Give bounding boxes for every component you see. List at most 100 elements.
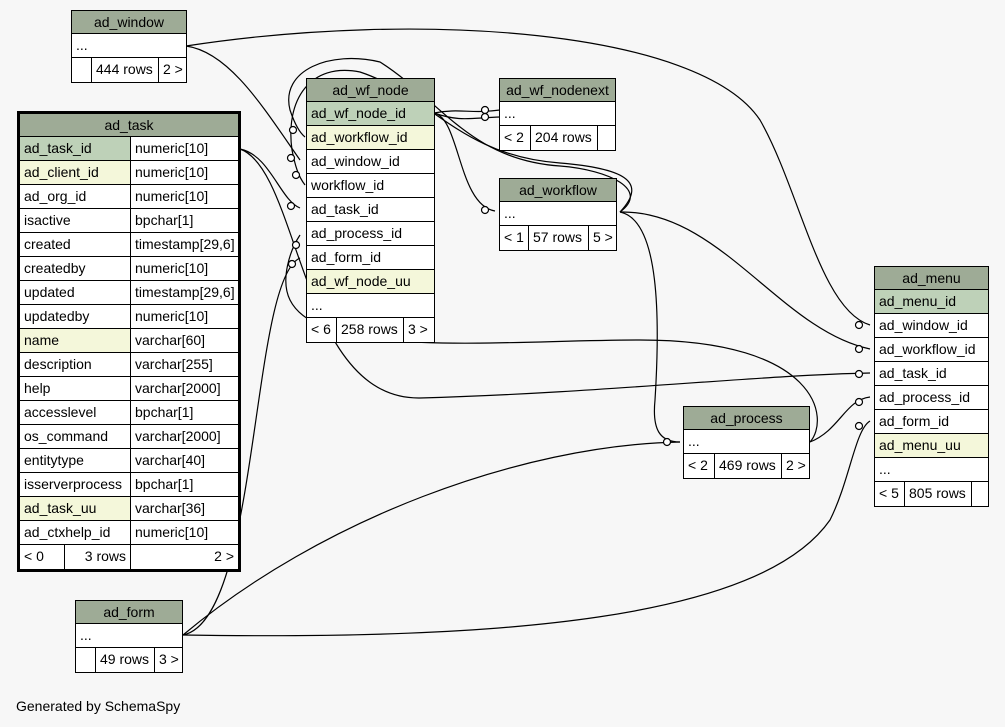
child-count: 3 >	[403, 318, 432, 342]
column-name: os_command	[24, 428, 109, 444]
edge-end-marker	[480, 205, 490, 215]
table-row: ad_wf_node_uu	[307, 270, 434, 294]
column-name: entitytype	[24, 452, 84, 468]
column-name: ad_task_uu	[20, 497, 130, 520]
edge-menu-task	[239, 148, 871, 399]
column-name: ad_wf_node_uu	[307, 270, 434, 293]
column-type: bpchar[1]	[130, 401, 238, 424]
table-row: ad_task_id	[307, 198, 434, 222]
parent-count: < 2	[688, 457, 708, 473]
column-name: ...	[504, 105, 516, 121]
table-row: ...	[307, 294, 434, 318]
column-name: description	[24, 356, 92, 372]
column-type: timestamp[29,6]	[130, 233, 238, 256]
column-name: ad_workflow_id	[879, 341, 976, 357]
row-count: 258 rows	[336, 318, 403, 342]
table-row: ad_ctxhelp_id numeric[10]	[20, 521, 238, 545]
column-name: help	[24, 380, 51, 396]
column-name: ...	[879, 461, 891, 477]
column-name: ad_menu_uu	[875, 434, 988, 457]
column-name: ad_window_id	[879, 317, 968, 333]
column-name: ad_task_id	[879, 365, 947, 381]
child-count	[971, 482, 988, 506]
child-count: 2 >	[158, 58, 186, 82]
column-name: ...	[76, 37, 88, 53]
table-row: ad_window_id	[307, 150, 434, 174]
column-name: ad_org_id	[24, 188, 87, 204]
column-type: varchar[60]	[130, 329, 238, 352]
table-ad_form[interactable]: ad_form ... 49 rows 3 >	[75, 600, 183, 673]
edge-end-marker	[854, 421, 864, 431]
edge-end-marker	[480, 105, 490, 115]
table-ad_process[interactable]: ad_process ... < 2 469 rows 2 >	[683, 406, 810, 479]
column-name: ad_window_id	[311, 153, 400, 169]
table-row: ad_menu_id	[875, 290, 988, 314]
child-count: 5 >	[588, 226, 616, 250]
table-footer: 49 rows 3 >	[76, 648, 182, 672]
table-row: ...	[72, 34, 186, 58]
table-row: ...	[76, 624, 182, 648]
column-name: ad_process_id	[879, 389, 971, 405]
edge-end-marker	[854, 320, 864, 330]
parent-count	[76, 648, 95, 672]
table-row: ad_menu_uu	[875, 434, 988, 458]
column-name: ad_task_id	[311, 201, 379, 217]
table-row: ...	[684, 430, 809, 454]
column-type: numeric[10]	[130, 521, 238, 544]
table-ad_workflow[interactable]: ad_workflow ... < 1 57 rows 5 >	[499, 178, 617, 251]
column-type: varchar[36]	[130, 497, 238, 520]
table-row: ad_workflow_id	[875, 338, 988, 362]
edge-end-marker	[287, 259, 297, 269]
table-header: ad_menu	[875, 267, 988, 290]
edge-end-marker	[854, 344, 864, 354]
table-row: ...	[500, 202, 616, 226]
table-ad_window[interactable]: ad_window ... 444 rows 2 >	[71, 10, 187, 83]
column-type: numeric[10]	[130, 137, 238, 160]
table-row: ad_org_id numeric[10]	[20, 185, 238, 209]
child-count	[597, 126, 615, 150]
table-footer: 444 rows 2 >	[72, 58, 186, 82]
table-row: ad_process_id	[875, 386, 988, 410]
edge-nodenext-node-1	[433, 109, 501, 114]
column-type: bpchar[1]	[130, 473, 238, 496]
edge-end-marker	[291, 240, 301, 250]
edge-end-marker	[854, 369, 864, 379]
column-type: bpchar[1]	[130, 209, 238, 232]
column-type: numeric[10]	[130, 161, 238, 184]
table-row: ad_wf_node_id	[307, 102, 434, 126]
row-count: 3 rows	[64, 545, 130, 569]
table-row: ad_form_id	[307, 246, 434, 270]
table-ad_wf_nodenext[interactable]: ad_wf_nodenext ... < 2 204 rows	[499, 78, 616, 151]
edge-process-form	[182, 441, 681, 636]
column-type: varchar[2000]	[130, 377, 238, 400]
table-header: ad_workflow	[500, 179, 616, 202]
column-type: timestamp[29,6]	[130, 281, 238, 304]
table-footer: < 2 469 rows 2 >	[684, 454, 809, 478]
column-name: ad_workflow_id	[307, 126, 434, 149]
edge-menu-window	[185, 28, 871, 326]
edge-end-marker	[854, 397, 864, 407]
column-type: numeric[10]	[130, 185, 238, 208]
edge-wfnode-window	[185, 45, 301, 161]
table-row: ad_workflow_id	[307, 126, 434, 150]
edge-wfnode-process	[285, 234, 818, 443]
column-name: ad_client_id	[20, 161, 130, 184]
column-name: ad_ctxhelp_id	[24, 524, 111, 540]
column-name: ad_task_id	[20, 137, 130, 160]
column-name: isactive	[24, 212, 71, 228]
row-count: 805 rows	[904, 482, 971, 506]
column-name: ad_form_id	[879, 413, 950, 429]
column-name: name	[20, 329, 130, 352]
child-count: 3 >	[154, 648, 182, 672]
table-row: isactive bpchar[1]	[20, 209, 238, 233]
